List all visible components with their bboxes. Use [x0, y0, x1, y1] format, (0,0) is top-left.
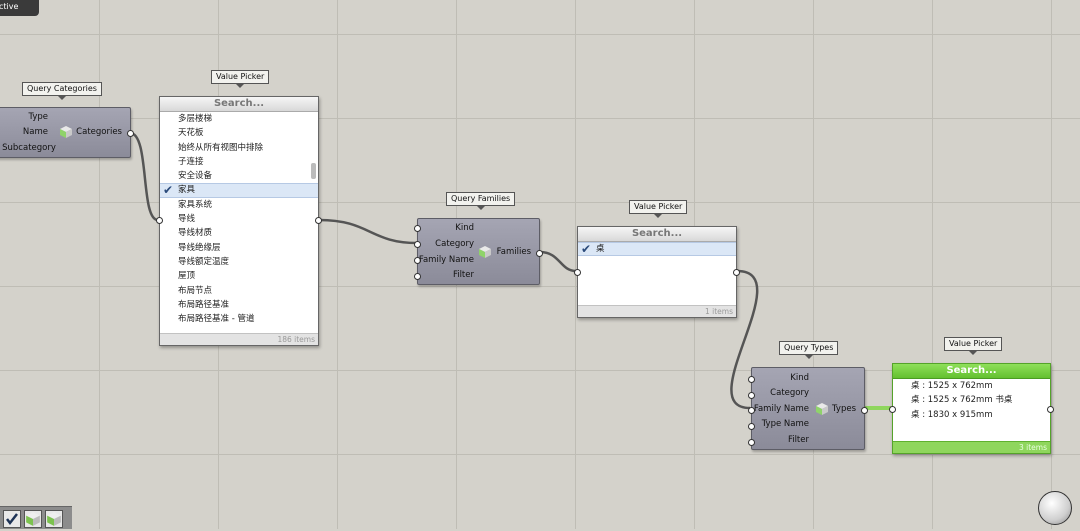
output-families-port[interactable]	[536, 250, 543, 257]
type-tool-button[interactable]	[45, 510, 63, 528]
picker3-tag: Value Picker	[944, 337, 1003, 355]
list-item[interactable]: 安全设备	[178, 171, 213, 182]
selected-label: 桌	[596, 244, 605, 254]
cube-icon	[26, 512, 40, 526]
picker2-input-port[interactable]	[574, 269, 581, 276]
input-filter-port[interactable]	[414, 273, 421, 280]
query-types-tag: Query Types	[779, 341, 839, 359]
input-family-name-label: Family Name	[753, 404, 809, 414]
picker1-list: 多层楼梯 天花板 始终从所有视图中排除 子连接 安全设备 ✔ 家具 家具系统 导线…	[160, 112, 318, 331]
input-type-name-port[interactable]	[748, 423, 755, 430]
picker1-input-port[interactable]	[156, 217, 163, 224]
picker2-output-port[interactable]	[733, 269, 740, 276]
list-item[interactable]: 屋顶	[178, 271, 196, 282]
input-filter-port[interactable]	[748, 439, 755, 446]
family-tool-button[interactable]	[24, 510, 42, 528]
picker1[interactable]: Search... 多层楼梯 天花板 始终从所有视图中排除 子连接 安全设备 ✔…	[156, 96, 322, 346]
query-families-tag: Query Families	[446, 192, 516, 210]
input-family-name-port[interactable]	[748, 407, 755, 414]
picker1-tag: Value Picker	[211, 70, 270, 88]
list-item[interactable]: 子连接	[178, 156, 204, 167]
picker1-output-port[interactable]	[315, 217, 322, 224]
input-name-label: Name	[22, 127, 48, 137]
list-item[interactable]: 天花板	[178, 128, 204, 139]
input-category-label: Category	[770, 388, 809, 398]
list-item-selected[interactable]: ✔ 家具	[160, 183, 318, 198]
list-item[interactable]: 家具系统	[178, 199, 213, 210]
input-type-name-label: Type Name	[761, 419, 809, 429]
check-tool-button[interactable]	[3, 510, 21, 528]
wire-picker2-to-types	[730, 269, 759, 410]
wire-categories-to-picker1	[129, 131, 159, 222]
list-item[interactable]: 桌 : 1525 x 762mm 书桌	[911, 395, 1013, 406]
picker2-tag: Value Picker	[629, 200, 688, 218]
picker1-count: 186 items	[160, 333, 318, 345]
input-filter-label: Filter	[787, 435, 809, 445]
input-category-port[interactable]	[414, 241, 421, 248]
input-kind-port[interactable]	[414, 225, 421, 232]
picker2-count: 1 items	[578, 305, 736, 317]
bottom-toolbar	[0, 506, 72, 529]
output-types-label: Types	[832, 404, 856, 414]
picker3[interactable]: Search... 桌 : 1525 x 762mm 桌 : 1525 x 76…	[889, 363, 1054, 454]
list-item[interactable]: 导线	[178, 214, 196, 225]
picker2-search[interactable]: Search...	[578, 227, 736, 242]
picker3-output-port[interactable]	[1047, 406, 1054, 413]
input-category-port[interactable]	[748, 392, 755, 399]
output-categories-label: Categories	[76, 127, 122, 137]
wire-families-to-picker2	[539, 250, 577, 273]
list-item[interactable]: 导线额定温度	[178, 256, 230, 267]
picker1-scrollbar[interactable]	[311, 163, 316, 179]
list-item-selected[interactable]: ✔桌	[578, 242, 736, 257]
list-item[interactable]: 布局路径基准	[178, 299, 230, 310]
picker2-list: ✔桌	[578, 242, 736, 302]
picker3-count: 3 items	[893, 441, 1050, 453]
list-item[interactable]: 桌 : 1525 x 762mm	[911, 381, 993, 391]
input-kind-port[interactable]	[748, 376, 755, 383]
query-categories-node[interactable]: Type Name s Subcategory Categories	[0, 107, 134, 158]
picker3-list: 桌 : 1525 x 762mm 桌 : 1525 x 762mm 书桌 桌 :…	[893, 379, 1050, 439]
list-item[interactable]: 桌 : 1830 x 915mm	[911, 409, 993, 420]
wire-picker1-to-families	[318, 218, 418, 245]
output-types-port[interactable]	[861, 407, 868, 414]
input-category-label: Category	[435, 239, 474, 249]
query-types-node[interactable]: Kind Category Family Name Type Name Filt…	[748, 367, 868, 450]
input-family-name-label: Family Name	[418, 255, 474, 265]
input-kind-label: Kind	[455, 223, 474, 233]
family-cube-icon	[479, 246, 491, 258]
picker3-input-port[interactable]	[889, 406, 896, 413]
input-family-name-port[interactable]	[414, 257, 421, 264]
active-badge: ctive	[0, 0, 39, 16]
list-item[interactable]: 始终从所有视图中排除	[178, 142, 264, 153]
list-item[interactable]: 导线绝缘层	[178, 242, 221, 253]
list-item[interactable]: 布局路径基准 - 管道	[178, 314, 255, 325]
selected-label: 家具	[178, 185, 196, 196]
picker3-search[interactable]: Search...	[893, 364, 1050, 379]
check-icon: ✔	[163, 183, 174, 198]
input-filter-label: Filter	[452, 270, 474, 280]
cube-icon	[47, 512, 61, 526]
checkmark-icon	[6, 513, 18, 526]
picker2[interactable]: Search... ✔桌 1 items	[574, 226, 740, 318]
query-families-node[interactable]: Kind Category Family Name Filter Familie…	[414, 218, 543, 285]
list-item[interactable]: 导线材质	[178, 228, 213, 239]
picker1-search[interactable]: Search...	[160, 97, 318, 112]
navigation-widget-icon[interactable]	[1038, 491, 1072, 525]
list-item[interactable]: 多层楼梯	[178, 114, 213, 124]
input-subcategory-label: s Subcategory	[0, 143, 56, 153]
check-icon: ✔	[581, 242, 592, 256]
input-type-label: Type	[28, 112, 48, 122]
query-categories-tag: Query Categories	[22, 82, 102, 100]
input-kind-label: Kind	[790, 373, 809, 383]
list-item[interactable]: 布局节点	[178, 285, 213, 296]
output-categories-port[interactable]	[127, 130, 134, 137]
category-cube-icon	[60, 126, 72, 138]
output-families-label: Families	[496, 247, 531, 257]
type-cube-icon	[816, 403, 828, 415]
